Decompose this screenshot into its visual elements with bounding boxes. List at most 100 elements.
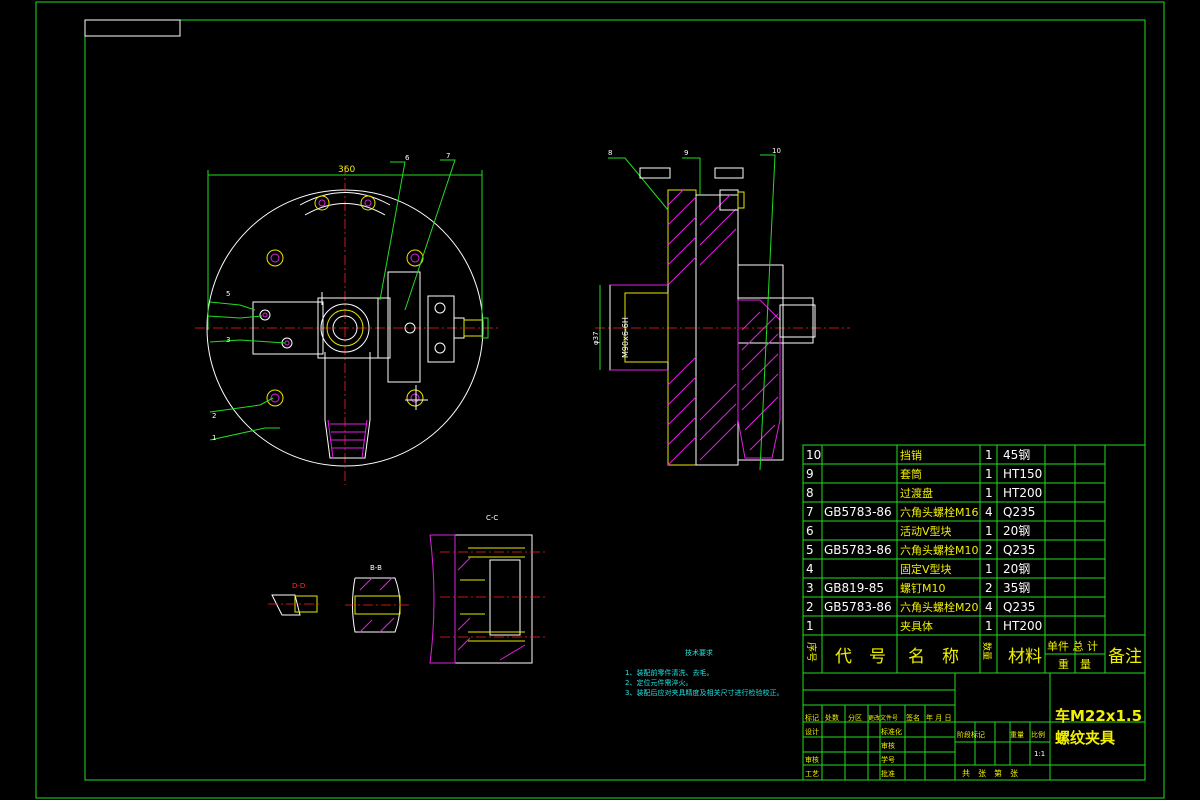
bom-cell-mat: HT150 <box>1003 467 1042 481</box>
bom-cell-no: 8 <box>806 486 814 500</box>
tb-mark: 标记 <box>805 713 819 722</box>
callout-5-front: 5 <box>226 290 230 298</box>
bom-cell-code: GB5783-86 <box>824 543 892 557</box>
drawing-title-line2: 螺纹夹具 <box>1055 729 1115 747</box>
bom-cell-mat: HT200 <box>1003 486 1042 500</box>
tb-count: 处数 <box>825 713 839 722</box>
tech-req-line-2: 2、定位元件需淬火。 <box>625 678 692 687</box>
bom-cell-mat: 35钢 <box>1003 581 1030 595</box>
bom-cell-qty: 1 <box>985 448 993 462</box>
bom-cell-mat: 20钢 <box>1003 562 1030 576</box>
bom-cell-mat: 20钢 <box>1003 524 1030 538</box>
bom-header-note: 备注 <box>1108 647 1142 667</box>
bom-cell-qty: 4 <box>985 505 993 519</box>
section-c-view: C-C <box>429 514 545 664</box>
bom-cell-mat: HT200 <box>1003 619 1042 633</box>
bom-cell-no: 6 <box>806 524 814 538</box>
tb-weight: 重量 <box>1010 731 1024 739</box>
section-b-label: B-B <box>370 564 382 572</box>
outer-frame <box>35 1 1165 799</box>
section-c-label: C-C <box>486 514 498 522</box>
bom-header-mat: 材料 <box>1008 647 1042 667</box>
callout-6-front: 6 <box>405 154 410 162</box>
bom-cell-qty: 2 <box>985 543 993 557</box>
tb-student-no: 学号 <box>881 755 895 764</box>
bom-cell-qty: 4 <box>985 600 993 614</box>
tb-scale-val: 1:1 <box>1034 750 1045 758</box>
bom-cell-qty: 1 <box>985 486 993 500</box>
tb-design: 设计 <box>805 727 819 736</box>
tech-req-line-3: 3、装配后应对夹具精度及相关尺寸进行检验校正。 <box>625 688 783 697</box>
callout-9-side: 9 <box>684 149 688 157</box>
dim-360: 360 <box>338 165 355 175</box>
dim-bore: M90x6-6H <box>621 317 630 358</box>
section-b-view: B-B <box>345 564 410 633</box>
inner-frame <box>84 19 1146 781</box>
bom-cell-qty: 1 <box>985 467 993 481</box>
tech-req-title: 技术要求 <box>685 648 713 657</box>
callout-7-front: 7 <box>446 152 450 160</box>
tb-zone: 分区 <box>848 713 862 722</box>
bom-cell-name: 过渡盘 <box>900 486 933 500</box>
bom-cell-name: 六角头螺栓M10 <box>900 543 979 557</box>
side-view: M90x6-6H φ37 8 9 10 <box>592 147 850 471</box>
bom-header-code: 代 号 <box>835 647 886 667</box>
bom-header-weight: 重 量 <box>1058 657 1091 671</box>
bom-cell-qty: 1 <box>985 619 993 633</box>
bom-cell-no: 4 <box>806 562 814 576</box>
tb-scale: 比例 <box>1031 730 1045 739</box>
bom-cell-no: 3 <box>806 581 814 595</box>
section-d-label: D-D <box>292 582 305 590</box>
bom-cell-name: 六角头螺栓M20 <box>900 600 979 614</box>
bom-cell-mat: Q235 <box>1003 543 1035 557</box>
tb-approve: 批准 <box>881 769 895 778</box>
dim-phi: φ37 <box>592 331 600 345</box>
bom-cell-name: 套筒 <box>900 467 922 481</box>
bom-cell-qty: 1 <box>985 562 993 576</box>
section-d-view: D-D <box>268 582 322 616</box>
bom-cell-name: 活动V型块 <box>900 524 952 538</box>
tech-req-line-1: 1、装配前零件清洗、去毛。 <box>625 668 713 677</box>
bom-header-unit-total: 单件 总 计 <box>1047 639 1098 653</box>
drawing-title-line1: 车M22x1.5 <box>1055 707 1142 725</box>
bom-cell-name: 固定V型块 <box>900 562 952 576</box>
tb-stage: 阶段标记 <box>957 730 985 739</box>
callout-3-front: 3 <box>226 336 230 344</box>
tb-doc: 更改文件号 <box>868 714 898 722</box>
tb-sheets: 共 张 第 张 <box>962 768 1018 778</box>
bom-cell-name: 螺钉M10 <box>900 582 946 595</box>
tb-review: 审核 <box>805 755 819 764</box>
bom-cell-qty: 2 <box>985 581 993 595</box>
callout-10-side: 10 <box>772 147 781 155</box>
callout-8-side: 8 <box>608 149 612 157</box>
tb-date: 年 月 日 <box>926 713 951 722</box>
tb-sign: 签名 <box>906 713 920 722</box>
bom-cell-no: 5 <box>806 543 814 557</box>
bom-cell-no: 9 <box>806 467 814 481</box>
tb-std: 标准化 <box>881 727 902 736</box>
callout-2-front: 2 <box>212 412 216 420</box>
front-view: 360 <box>195 152 500 485</box>
bom-cell-code: GB819-85 <box>824 581 884 595</box>
bom-cell-code: GB5783-86 <box>824 505 892 519</box>
bom-cell-no: 7 <box>806 505 814 519</box>
bom-cell-code: GB5783-86 <box>824 600 892 614</box>
bom-cell-mat: Q235 <box>1003 505 1035 519</box>
tb-check: 审核 <box>881 741 895 750</box>
bom-header-name: 名 称 <box>908 647 959 667</box>
bom-cell-no: 1 <box>806 619 814 633</box>
tech-requirements: 技术要求 1、装配前零件清洗、去毛。 2、定位元件需淬火。 3、装配后应对夹具精… <box>625 648 783 697</box>
bom-cell-name: 挡销 <box>900 448 922 462</box>
title-block: 标记 处数 分区 更改文件号 签名 年 月 日 设计 标准化 审核 审核 学号 … <box>802 672 1146 781</box>
tb-craft: 工艺 <box>805 770 819 778</box>
callout-1-front: 1 <box>212 434 216 442</box>
top-left-tag <box>84 19 181 37</box>
bom-cell-mat: Q235 <box>1003 600 1035 614</box>
bom-cell-name: 六角头螺栓M16 <box>900 505 979 519</box>
bom-cell-mat: 45钢 <box>1003 448 1030 462</box>
bom-header-qty: 数量 <box>981 642 993 660</box>
bom-cell-no: 10 <box>806 448 821 462</box>
bom-header-no: 序号 <box>805 642 818 662</box>
